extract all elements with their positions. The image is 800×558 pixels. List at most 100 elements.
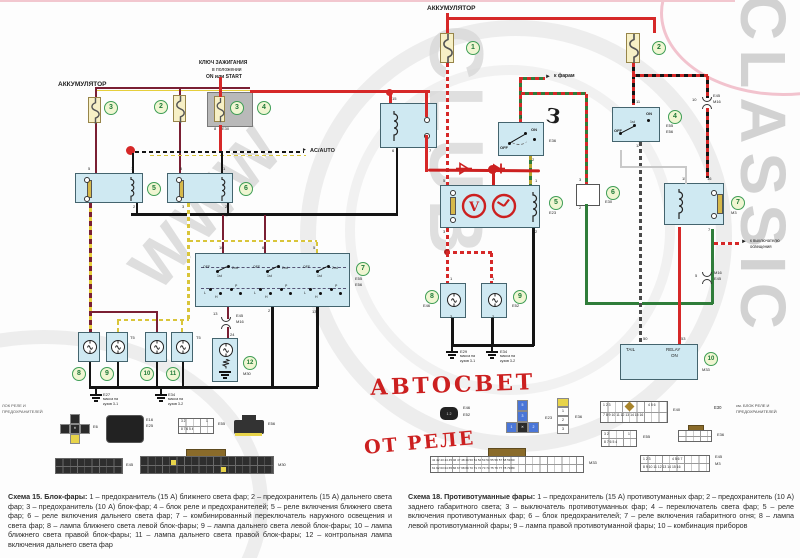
wire (150, 154, 306, 156)
lamp-icon (488, 293, 502, 307)
2nd-label: 2nd (232, 266, 238, 270)
contact-dot (209, 288, 212, 291)
connector-cell-accent (221, 467, 226, 472)
connector-code: M3 (731, 210, 737, 215)
contact-dot (219, 292, 222, 295)
contact-dot (330, 288, 333, 291)
wire (89, 362, 91, 387)
fuse-icon (443, 34, 453, 64)
wire (685, 166, 687, 184)
inline-connector-icon (702, 279, 712, 284)
strip-row: 8 7 6 5 4 (604, 440, 618, 444)
wire (446, 251, 492, 254)
pin-label: 15 (392, 96, 397, 101)
wire (316, 242, 318, 254)
strip-row: 1 2 3 (643, 456, 651, 461)
contact-dot (277, 265, 280, 268)
contact-dot (259, 288, 262, 291)
connector-cell: 1 (506, 422, 517, 433)
contact-dot (280, 288, 283, 291)
contact-terminal (84, 177, 90, 183)
connector-strip-m33 (430, 456, 584, 473)
contact-dot (647, 119, 650, 122)
2nd-label: 2nd (332, 266, 338, 270)
wire (95, 89, 97, 98)
connector-cell (60, 424, 70, 434)
connector-cell: 3 (557, 425, 569, 434)
connector-code: E25 (146, 423, 154, 428)
connector-code: M3 (715, 461, 721, 466)
ground-code: E27 (103, 392, 111, 397)
arrow-icon: ► (545, 74, 551, 80)
wire (490, 253, 493, 283)
ground-code: E34 (500, 349, 508, 354)
ground-code: E34 (168, 392, 176, 397)
caption-schema-15: Схема 15. Блок-фары: 1 – предохранитель … (8, 492, 392, 549)
coil-icon (221, 177, 226, 201)
l-label: L (204, 291, 206, 295)
wire (491, 318, 494, 346)
red-dot-annotation (126, 146, 135, 155)
pin-label: 2 (492, 314, 495, 319)
connector-code: M30 (278, 462, 286, 467)
pin-label: 3 (579, 177, 582, 182)
pin-label: 2 (133, 204, 136, 209)
contact-terminal (711, 213, 717, 219)
connector-code: M16 (236, 319, 244, 324)
wire (95, 388, 97, 394)
pin-label: 1 (492, 276, 495, 281)
pin-label: 1 (450, 276, 453, 281)
wire-ignition-feed (250, 90, 430, 93)
to-light-switch-label: к выключателю (750, 238, 780, 243)
ground-icon (446, 351, 458, 359)
wire (396, 148, 398, 214)
pin-label: 13 (312, 309, 317, 314)
ignition-label-3: ON или START (206, 74, 242, 80)
pin-label: 5 (88, 166, 91, 171)
badge-lamp-8: 8 (72, 367, 86, 381)
pin-label: 2 (535, 229, 538, 234)
badge-fuse-2: 2 (154, 100, 168, 114)
caption-body: 1 – предохранитель (15 А) противотуманны… (408, 492, 794, 530)
wire (653, 20, 656, 33)
inline-connector-icon (702, 104, 712, 109)
connector-cell (70, 434, 80, 444)
connector-code: E36 (549, 138, 557, 143)
connector-cross: ✕ (60, 414, 90, 444)
wire (451, 346, 453, 351)
wire (179, 122, 181, 173)
lamp-icon (150, 340, 164, 354)
ground-note: кузов 3-2 (500, 359, 516, 363)
connector-code: E52 (463, 412, 471, 417)
fuse-ignition (214, 96, 225, 123)
wire (89, 203, 92, 333)
wire (620, 166, 686, 168)
badge-switch-7: 7 (356, 262, 370, 276)
hand-gauge-voltmeter: V (461, 193, 487, 219)
connector-cell-accent (171, 460, 176, 465)
pin-label: 53 (681, 336, 686, 341)
wire-black-bus (131, 213, 398, 216)
connector-code: E6 (93, 424, 98, 429)
wire (451, 318, 454, 346)
switch-lever (316, 266, 328, 273)
light-switch-4 (612, 107, 660, 142)
l-label: L (254, 291, 256, 295)
connector-cell: ✕ (70, 424, 80, 434)
wire (271, 307, 274, 387)
wire (585, 204, 588, 304)
wire (182, 362, 184, 387)
wire (389, 93, 392, 105)
pin-label: 10 (219, 245, 224, 250)
switch-lever (266, 266, 278, 273)
ground-code: E29 (460, 349, 468, 354)
badge-relay-5: 5 (147, 182, 161, 196)
connector-code: E30 (605, 199, 613, 204)
badge-fuse-1: 1 (466, 41, 480, 55)
diode-icon (456, 162, 472, 175)
wire (160, 388, 162, 394)
wire (95, 87, 250, 89)
wire (446, 63, 449, 185)
badge-fuse-3b: 3 (230, 101, 244, 115)
wire (706, 76, 709, 98)
